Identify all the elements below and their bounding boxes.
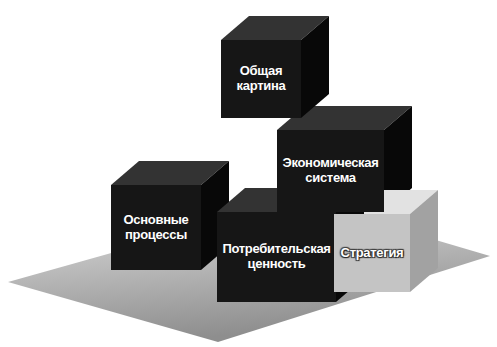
cube-front: Потребительская ценность (217, 212, 336, 302)
cube-front-face (334, 214, 410, 292)
cube-label: Общая картина (225, 64, 297, 94)
cube-front-face (221, 40, 301, 118)
cube-front-face (277, 130, 384, 212)
cube-front-face (217, 212, 336, 302)
cube-front-face (111, 185, 201, 270)
cube-label: Стратегия (341, 246, 404, 261)
cube-front: Экономическая система (277, 130, 384, 212)
cube-label: Основные процессы (115, 213, 197, 243)
cube-side (301, 16, 329, 118)
cube-faces (111, 16, 438, 302)
cube-front: Стратегия (334, 214, 410, 292)
cube-front: Основные процессы (111, 185, 201, 270)
cube-label: Потребительская ценность (221, 242, 332, 272)
cube-side (410, 190, 438, 292)
cube-label: Экономическая система (281, 156, 380, 186)
cube-front: Общая картина (221, 40, 301, 118)
